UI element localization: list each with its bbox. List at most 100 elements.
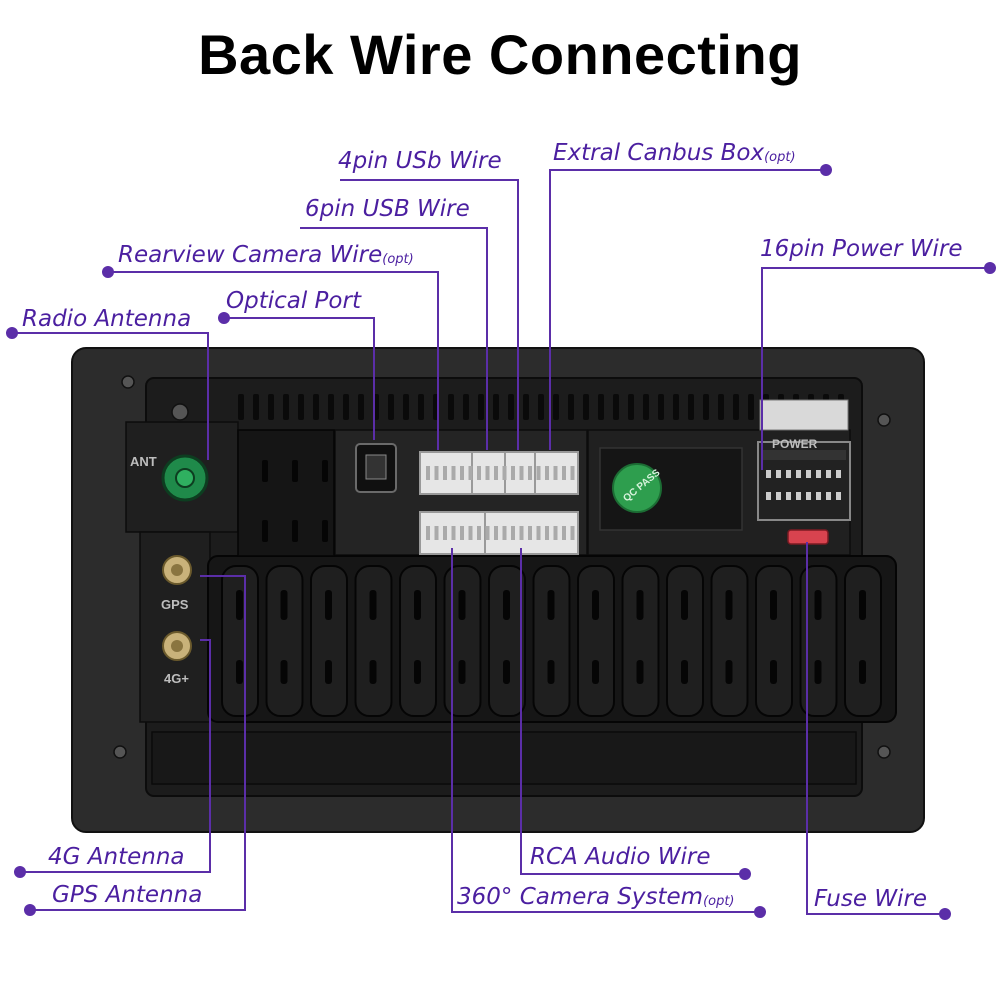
leader-usb4 — [340, 179, 519, 450]
ridge — [443, 565, 482, 717]
label-power16: 16pin Power Wire — [760, 236, 963, 262]
ridge-slot — [325, 590, 332, 620]
pin — [511, 526, 515, 540]
pin — [477, 526, 481, 540]
ridge-slot — [280, 660, 288, 684]
leader-power16 — [761, 267, 990, 470]
power-pin — [816, 492, 821, 500]
pin — [426, 526, 430, 540]
vent-slot — [718, 394, 724, 420]
dot-icon — [939, 908, 951, 920]
pin — [434, 526, 439, 540]
ridge-slot — [592, 590, 599, 620]
pin — [443, 466, 447, 480]
power-pin — [836, 470, 841, 478]
vent-slot — [598, 394, 604, 420]
vent-slot — [703, 394, 709, 420]
ridge — [354, 565, 393, 717]
pin — [443, 526, 447, 540]
ridge-slot — [414, 660, 421, 684]
vent-slot — [538, 394, 544, 420]
screw-icon — [171, 403, 189, 421]
gps-label: GPS — [161, 597, 189, 612]
pin — [426, 466, 430, 480]
ridge-slot — [458, 590, 466, 620]
ridge — [844, 565, 882, 717]
vent-slot — [358, 394, 364, 420]
ridge — [310, 565, 348, 717]
ridge-slot — [547, 660, 555, 684]
leader-cam360 — [451, 548, 760, 913]
ridge — [399, 565, 437, 717]
label-rearview: Rearview Camera Wire(opt) — [118, 242, 414, 268]
screw-icon — [877, 745, 891, 759]
pin — [545, 526, 549, 540]
pin — [553, 526, 558, 540]
pin — [494, 466, 498, 480]
pin — [451, 466, 456, 480]
ridge-slot — [636, 590, 644, 620]
ridge — [265, 565, 304, 717]
ridge-slot — [325, 660, 332, 684]
tower-slot — [262, 460, 268, 482]
ridge-slot — [369, 590, 377, 620]
dot-icon — [218, 312, 230, 324]
vent-slot — [493, 394, 499, 420]
ridge-slot — [770, 660, 777, 684]
power-pin — [786, 492, 791, 500]
pin — [528, 526, 532, 540]
gps-sma-connector — [162, 555, 192, 585]
power-pin — [826, 470, 831, 478]
top-vent-slots — [238, 394, 844, 420]
pin — [536, 466, 541, 480]
pin — [528, 466, 532, 480]
heatsink-ridges — [221, 565, 882, 717]
leader-canbus — [549, 169, 826, 450]
pin — [570, 526, 575, 540]
pin — [519, 526, 524, 540]
ridge-slot — [236, 590, 243, 620]
ridge-slot — [681, 590, 688, 620]
vent-slot — [343, 394, 349, 420]
pin — [477, 466, 481, 480]
vent-slot — [328, 394, 334, 420]
ridge-slot — [725, 660, 733, 684]
leader-rca — [520, 548, 745, 875]
label-usb6: 6pin USB Wire — [305, 196, 470, 222]
ridge — [755, 565, 793, 717]
dot-icon — [102, 266, 114, 278]
tower-slot — [292, 520, 298, 542]
pin — [570, 466, 575, 480]
label-fuse: Fuse Wire — [814, 886, 928, 912]
pin — [494, 526, 498, 540]
vent-slot — [388, 394, 394, 420]
ridge — [710, 565, 749, 717]
fourg-label: 4G+ — [164, 671, 189, 686]
tower-slot — [262, 520, 268, 542]
page-title: Back Wire Connecting — [198, 23, 802, 86]
label-cam360: 360° Camera System(opt) — [457, 884, 735, 910]
pin — [502, 526, 507, 540]
dot-icon — [984, 262, 996, 274]
ridge-slot — [814, 590, 822, 620]
vent-slot — [628, 394, 634, 420]
power-pin — [796, 492, 801, 500]
pin — [468, 526, 473, 540]
ridge — [666, 565, 704, 717]
screw-icon — [877, 413, 891, 427]
ridge — [621, 565, 660, 717]
vent-slot — [298, 394, 304, 420]
leader-usb6 — [300, 227, 488, 450]
vent-slot — [583, 394, 589, 420]
vent-slot — [553, 394, 559, 420]
dot-icon — [739, 868, 751, 880]
vent-slot — [658, 394, 664, 420]
vent-slot — [613, 394, 619, 420]
leader-dots — [6, 164, 996, 920]
power-sticker — [759, 399, 849, 431]
leader-rearview — [108, 271, 439, 450]
power-pin — [776, 492, 781, 500]
label-canbus: Extral Canbus Box(opt) — [553, 140, 796, 166]
